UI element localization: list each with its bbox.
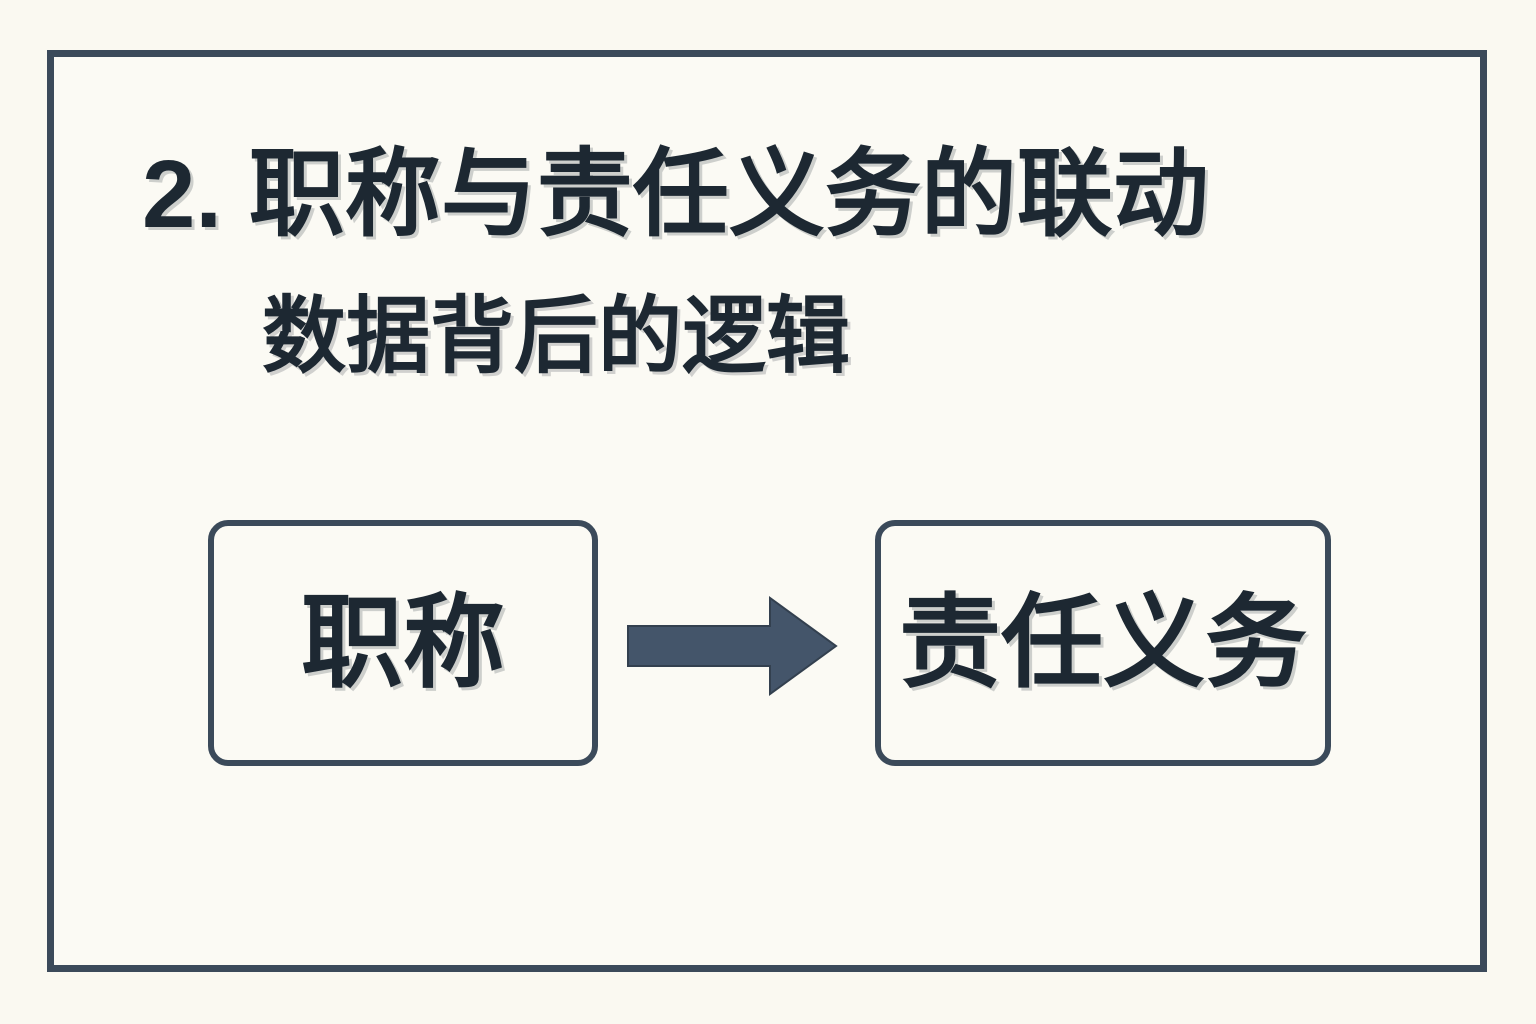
page-subtitle: 数据背后的逻辑 — [262, 289, 851, 383]
concept-box-target: 责任义务 — [875, 520, 1331, 766]
concept-box-source: 职称 — [208, 520, 598, 766]
slide-frame-border — [47, 50, 1487, 972]
page-title: 2. 职称与责任义务的联动 — [142, 141, 1209, 248]
right-arrow-icon — [627, 596, 838, 696]
concept-box-source-label: 职称 — [301, 586, 505, 700]
concept-box-target-label: 责任义务 — [899, 586, 1307, 700]
